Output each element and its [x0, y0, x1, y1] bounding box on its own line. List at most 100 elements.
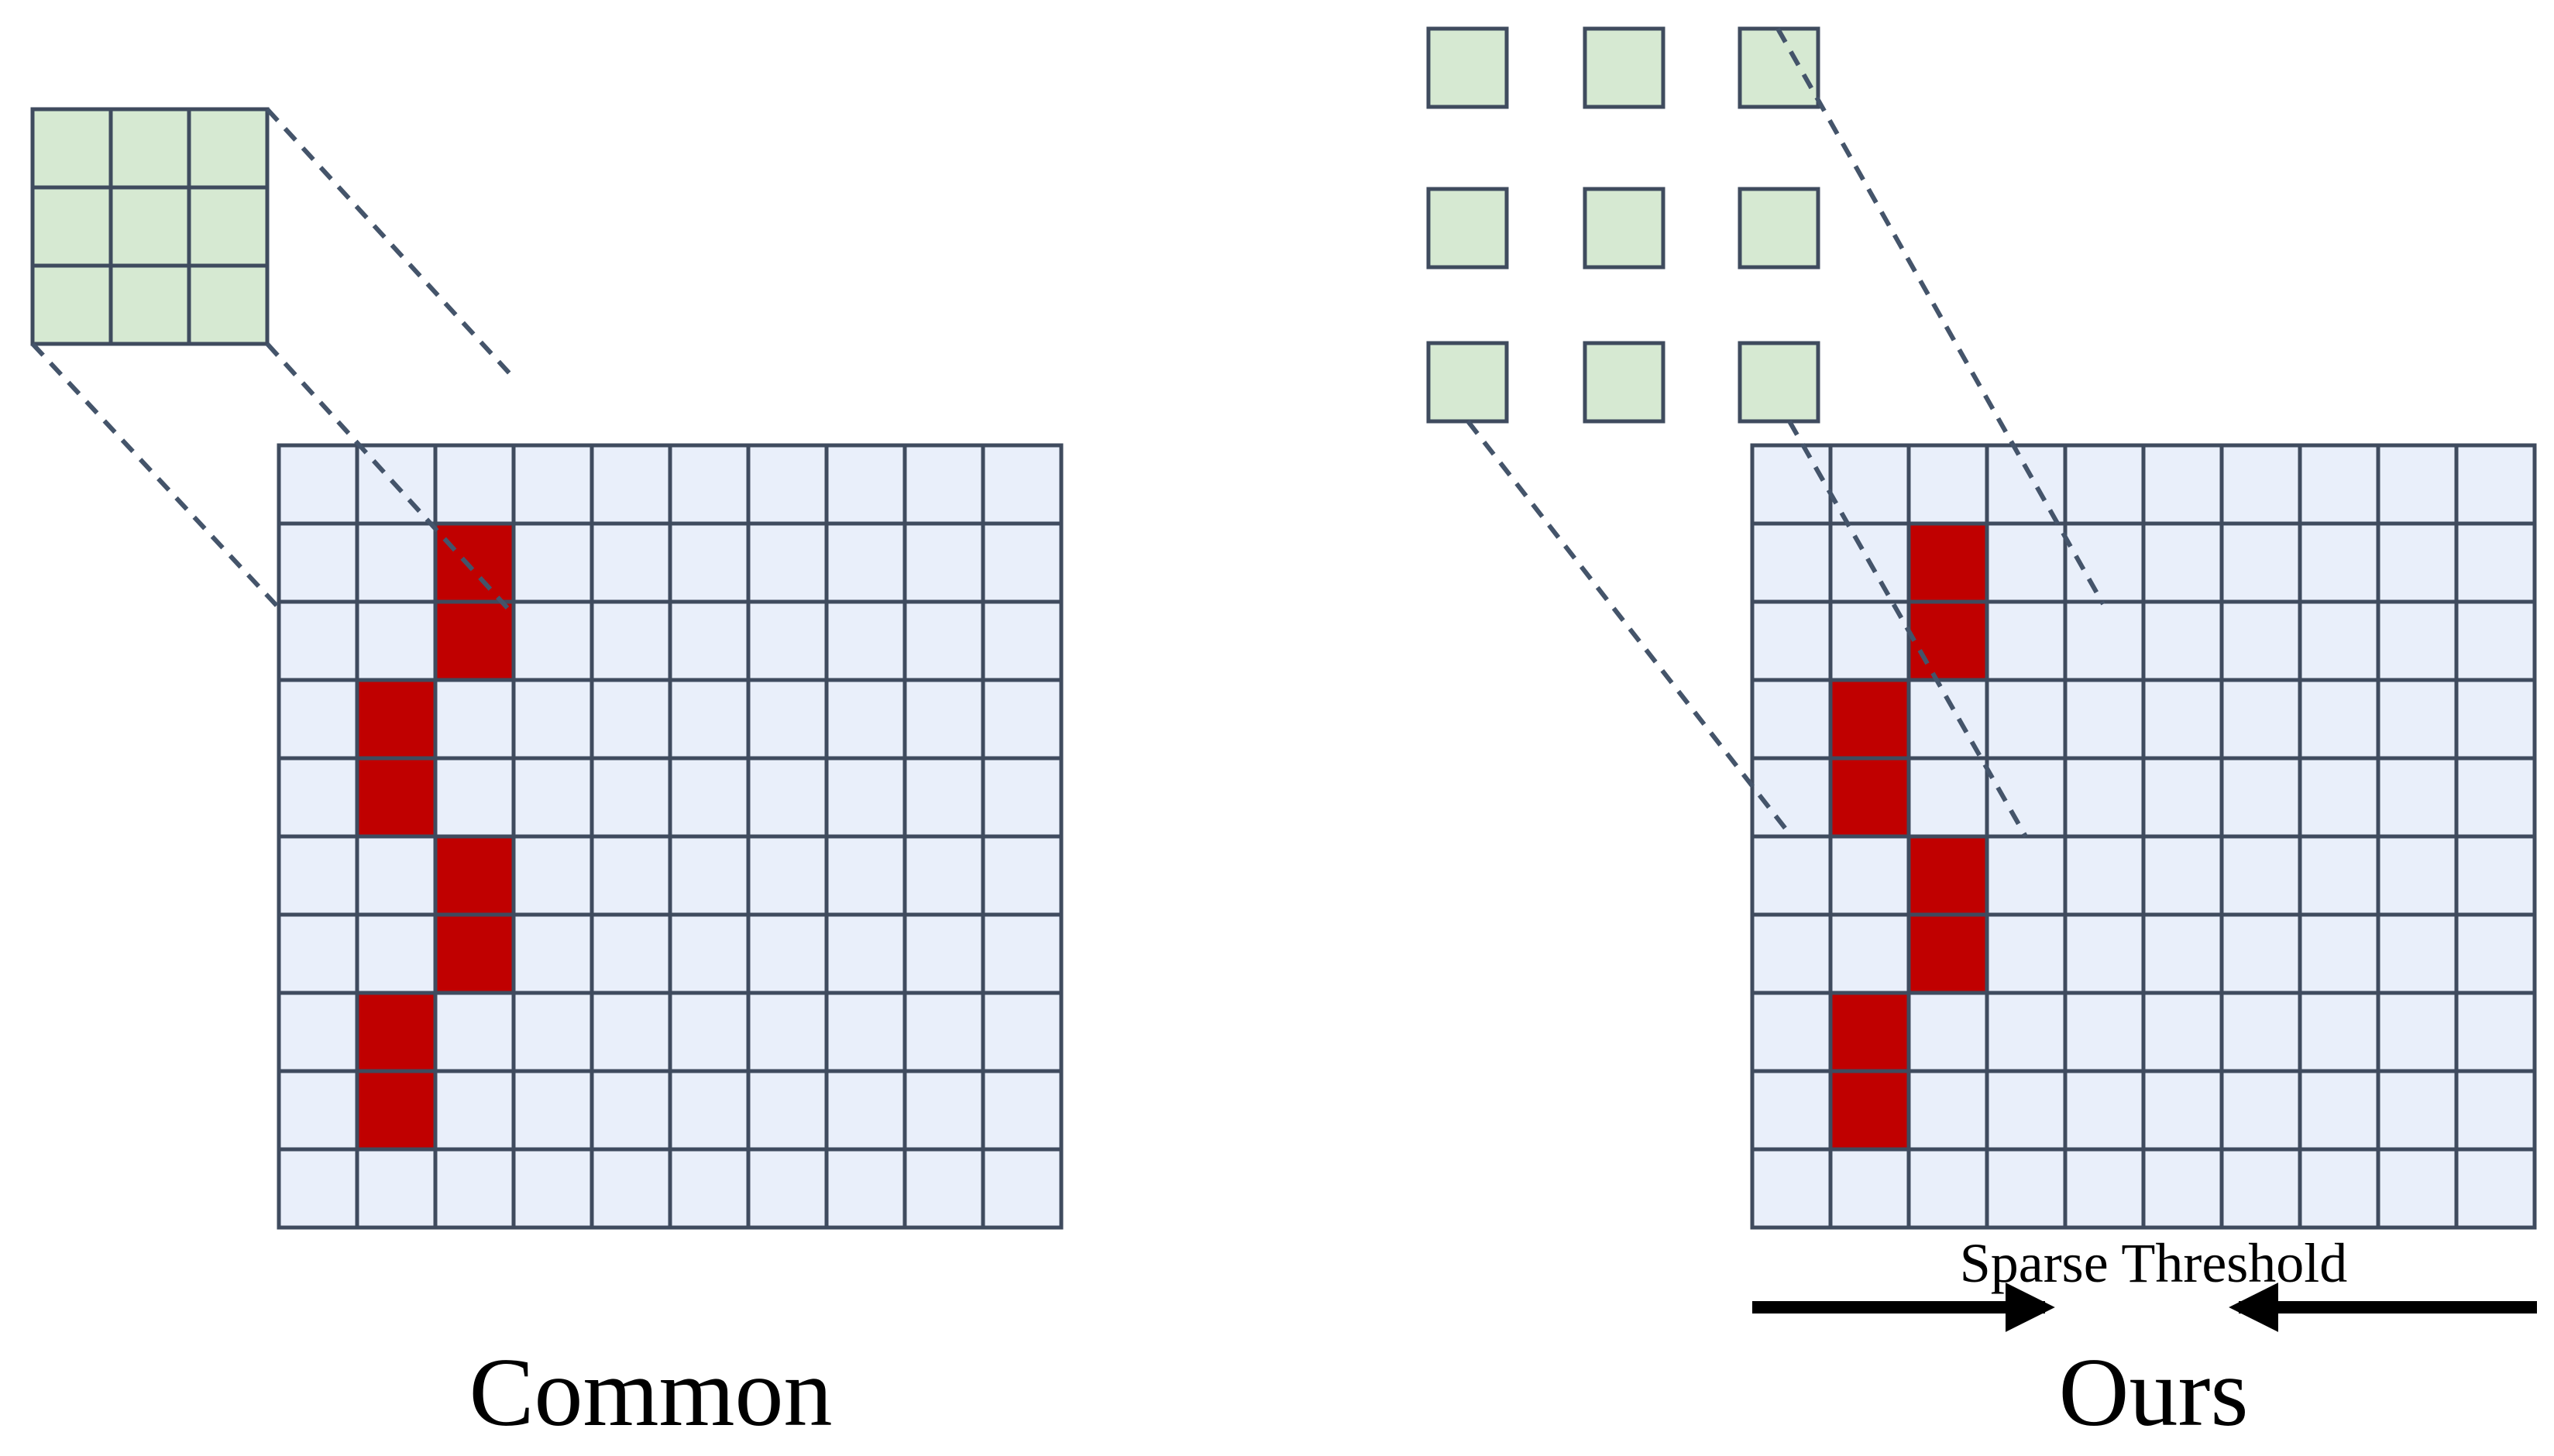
common-projection-lines [30, 107, 517, 610]
ours-grid-cell [1828, 521, 1911, 604]
ours-grid-cell [1828, 834, 1911, 917]
ours-grid-cell [2219, 1147, 2302, 1230]
common-grid-cell [746, 1069, 829, 1152]
common-grid-cell [355, 834, 438, 917]
ours-grid-cell [2141, 1069, 2224, 1152]
common-grid-cell [746, 834, 829, 917]
ours-grid-cell [2376, 1069, 2459, 1152]
ours-kernel-cell [1738, 187, 1820, 270]
ours-grid-cell [1985, 834, 2068, 917]
ours-grid-cell [2141, 599, 2224, 682]
ours-projection-line [1775, 27, 2105, 606]
ours-grid-cell [1750, 521, 1833, 604]
ours-grid-cell [2141, 443, 2224, 526]
common-active-cell [433, 912, 516, 995]
ours-grid-cell [2063, 834, 2146, 917]
common-grid-cell [277, 443, 359, 526]
common-active-cell [355, 678, 438, 761]
ours-grid-cell [1750, 443, 1833, 526]
ours-grid-cell [2219, 678, 2302, 761]
ours-grid-cell [2219, 834, 2302, 917]
common-grid-cell [824, 678, 907, 761]
common-grid-cell [824, 1069, 907, 1152]
ours-grid-cell [2298, 912, 2380, 995]
ours-grid-cell [2454, 521, 2537, 604]
common-grid-cell [590, 599, 672, 682]
ours-grid-cell [1750, 991, 1833, 1073]
common-grid-cell [902, 834, 985, 917]
ours-grid-cell [2298, 1147, 2380, 1230]
ours-grid-cell [1985, 1147, 2068, 1230]
common-grid-cell [746, 521, 829, 604]
ours-grid-cell [1828, 912, 1911, 995]
common-grid-cell [433, 1069, 516, 1152]
ours-grid-cell [1906, 1147, 1989, 1230]
common-grid-cell [981, 521, 1064, 604]
ours-kernel-cell [1738, 26, 1820, 109]
ours-active-cell [1906, 521, 1989, 604]
common-grid-cell [511, 443, 594, 526]
common-grid-cell [824, 756, 907, 839]
common-grid-cell [981, 756, 1064, 839]
ours-feature-grid [1750, 443, 2537, 1230]
common-grid-cell [511, 834, 594, 917]
common-grid-cell [746, 443, 829, 526]
ours-active-cell [1828, 756, 1911, 839]
ours-grid-cell [2063, 912, 2146, 995]
ours-grid-cell [2219, 599, 2302, 682]
ours-grid-cell [1750, 912, 1833, 995]
ours-grid-cell [1985, 678, 2068, 761]
ours-kernel-cell [1426, 187, 1509, 270]
common-grid-cell [433, 1147, 516, 1230]
ours-grid-cell [2376, 678, 2459, 761]
common-feature-grid [277, 443, 1064, 1230]
ours-active-cell [1828, 991, 1911, 1073]
common-grid-cell [590, 756, 672, 839]
common-grid-cell [590, 1069, 672, 1152]
common-active-cell [355, 1069, 438, 1152]
ours-kernel-cell [1426, 341, 1509, 424]
common-grid-cell [746, 599, 829, 682]
common-grid-cell [902, 678, 985, 761]
common-grid-cell [981, 1069, 1064, 1152]
ours-grid-cell [2063, 443, 2146, 526]
ours-grid-cell [2298, 678, 2380, 761]
ours-grid-cell [2454, 599, 2537, 682]
common-grid-cell [981, 443, 1064, 526]
common-grid-cell [511, 1147, 594, 1230]
ours-grid-cell [2298, 834, 2380, 917]
common-grid-cell [511, 756, 594, 839]
ours-active-cell [1906, 912, 1989, 995]
common-grid-cell [981, 991, 1064, 1073]
common-grid-cell [277, 1069, 359, 1152]
common-grid-cell [824, 599, 907, 682]
common-grid-cell [668, 521, 751, 604]
ours-grid-cell [2376, 756, 2459, 839]
common-projection-line [265, 342, 510, 610]
common-grid-cell [981, 1147, 1064, 1230]
common-kernel-cell [108, 185, 191, 268]
ours-grid-cell [2298, 599, 2380, 682]
common-grid-cell [355, 1147, 438, 1230]
ours-kernel-cell [1583, 341, 1665, 424]
common-grid-cell [590, 678, 672, 761]
ours-grid-cell [1906, 756, 1989, 839]
common-grid-cell [902, 599, 985, 682]
common-grid-cell [668, 443, 751, 526]
common-grid-cell [902, 1147, 985, 1230]
common-grid-cell [590, 834, 672, 917]
ours-grid-cell [1750, 1069, 1833, 1152]
common-grid-cell [981, 912, 1064, 995]
common-grid-cell [824, 991, 907, 1073]
ours-grid-cell [2454, 912, 2537, 995]
common-grid-cell [746, 991, 829, 1073]
common-grid-cell [746, 756, 829, 839]
ours-grid-cell [2376, 599, 2459, 682]
common-kernel-cell [30, 107, 113, 190]
common-grid-cell [668, 1069, 751, 1152]
common-kernel-cell [108, 107, 191, 190]
common-grid-cell [902, 521, 985, 604]
common-projection-line [265, 107, 517, 382]
ours-grid-cell [1906, 443, 1989, 526]
